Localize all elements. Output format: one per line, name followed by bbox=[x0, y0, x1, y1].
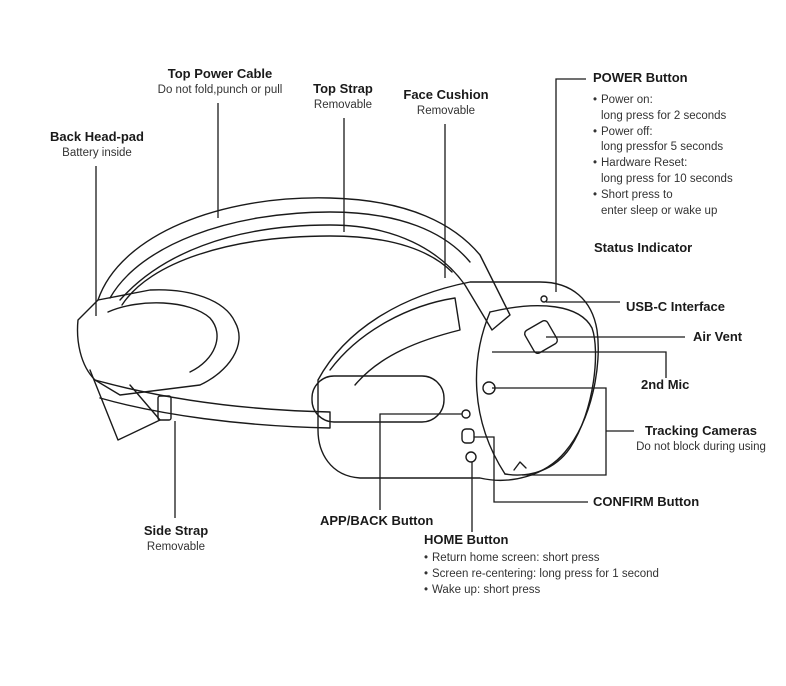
top-power-cable-shape bbox=[109, 211, 471, 299]
power-button-item: Hardware Reset: bbox=[593, 156, 733, 172]
tracking-cameras-title: Tracking Cameras bbox=[644, 423, 757, 438]
usb-c-label: USB-C Interface bbox=[626, 299, 725, 314]
home-button-item: Wake up: short press bbox=[424, 583, 659, 599]
side-strap-buckle bbox=[157, 395, 172, 421]
back-head-pad-inner bbox=[107, 302, 218, 373]
back-head-pad-title: Back Head-pad bbox=[50, 129, 144, 144]
power-button-item: long press for 10 seconds bbox=[601, 172, 733, 185]
home-button-item: Return home screen: short press bbox=[424, 551, 659, 567]
top-strap-outer bbox=[97, 197, 511, 331]
power-button-item: enter sleep or wake up bbox=[601, 204, 718, 217]
confirm-button-label: CONFIRM Button bbox=[593, 494, 700, 509]
top-power-cable-note: Do not fold,punch or pull bbox=[157, 84, 283, 96]
face-cushion-shape bbox=[329, 297, 461, 386]
back-head-pad-shape bbox=[76, 289, 240, 396]
power-button-title: POWER Button bbox=[593, 70, 688, 85]
bottom-camera-shape bbox=[513, 461, 527, 471]
power-button-item: Short press to bbox=[593, 188, 733, 204]
home-button-list: Return home screen: short press Screen r… bbox=[424, 551, 659, 598]
top-strap-label: Top Strap Removable bbox=[300, 81, 386, 113]
top-power-cable-title: Top Power Cable bbox=[167, 66, 273, 81]
top-strap-inner bbox=[121, 235, 453, 306]
power-button-item: long pressfor 5 seconds bbox=[601, 141, 724, 154]
home-button-shape bbox=[465, 451, 477, 463]
air-vent-label: Air Vent bbox=[693, 329, 743, 344]
home-button-title: HOME Button bbox=[424, 532, 509, 547]
side-pad bbox=[311, 375, 445, 423]
side-panel-edge bbox=[475, 311, 506, 475]
home-button-label: HOME Button Return home screen: short pr… bbox=[424, 532, 659, 598]
leader-second-mic bbox=[492, 351, 667, 378]
tracking-cameras-label: Tracking Cameras Do not block during usi… bbox=[622, 423, 780, 455]
back-head-pad-note: Battery inside bbox=[62, 147, 132, 159]
front-panel bbox=[489, 305, 597, 476]
home-button-item: Screen re-centering: long press for 1 se… bbox=[424, 567, 659, 583]
face-cushion-label: Face Cushion Removable bbox=[396, 87, 496, 119]
second-mic-label: 2nd Mic bbox=[641, 377, 690, 392]
leader-power-button bbox=[555, 78, 586, 292]
side-strap-note: Removable bbox=[146, 541, 206, 553]
face-cushion-title: Face Cushion bbox=[403, 87, 489, 102]
status-indicator-shape bbox=[540, 295, 548, 303]
power-button-label: POWER Button Power on: long press for 2 … bbox=[593, 70, 733, 219]
app-back-button-label: APP/BACK Button bbox=[320, 513, 434, 528]
power-button-list: Power on: long press for 2 seconds Power… bbox=[593, 93, 733, 219]
leader-app-back bbox=[379, 413, 462, 510]
top-power-cable-label: Top Power Cable Do not fold,punch or pul… bbox=[140, 66, 300, 98]
headset-body bbox=[317, 281, 599, 481]
tracking-cameras-note: Do not block during using bbox=[636, 441, 766, 453]
face-cushion-note: Removable bbox=[416, 105, 476, 117]
confirm-button-shape bbox=[461, 428, 475, 444]
side-strap-label: Side Strap Removable bbox=[126, 523, 226, 555]
app-back-button-shape bbox=[461, 409, 471, 419]
back-head-pad-bottom bbox=[89, 369, 161, 441]
power-button-item: Power off: bbox=[593, 125, 733, 141]
top-strap-title: Top Strap bbox=[313, 81, 373, 96]
power-button-item: long press for 2 seconds bbox=[601, 109, 727, 122]
leader-confirm-button bbox=[474, 436, 588, 503]
status-indicator-label: Status Indicator bbox=[594, 240, 693, 255]
power-button-item: Power on: bbox=[593, 93, 733, 109]
side-strap-shape bbox=[94, 379, 331, 429]
leader-tracking-cameras bbox=[492, 387, 634, 476]
back-head-pad-label: Back Head-pad Battery inside bbox=[40, 129, 154, 161]
side-strap-title: Side Strap bbox=[143, 523, 209, 538]
top-strap-note: Removable bbox=[313, 99, 373, 111]
air-vent-shape bbox=[524, 320, 558, 354]
